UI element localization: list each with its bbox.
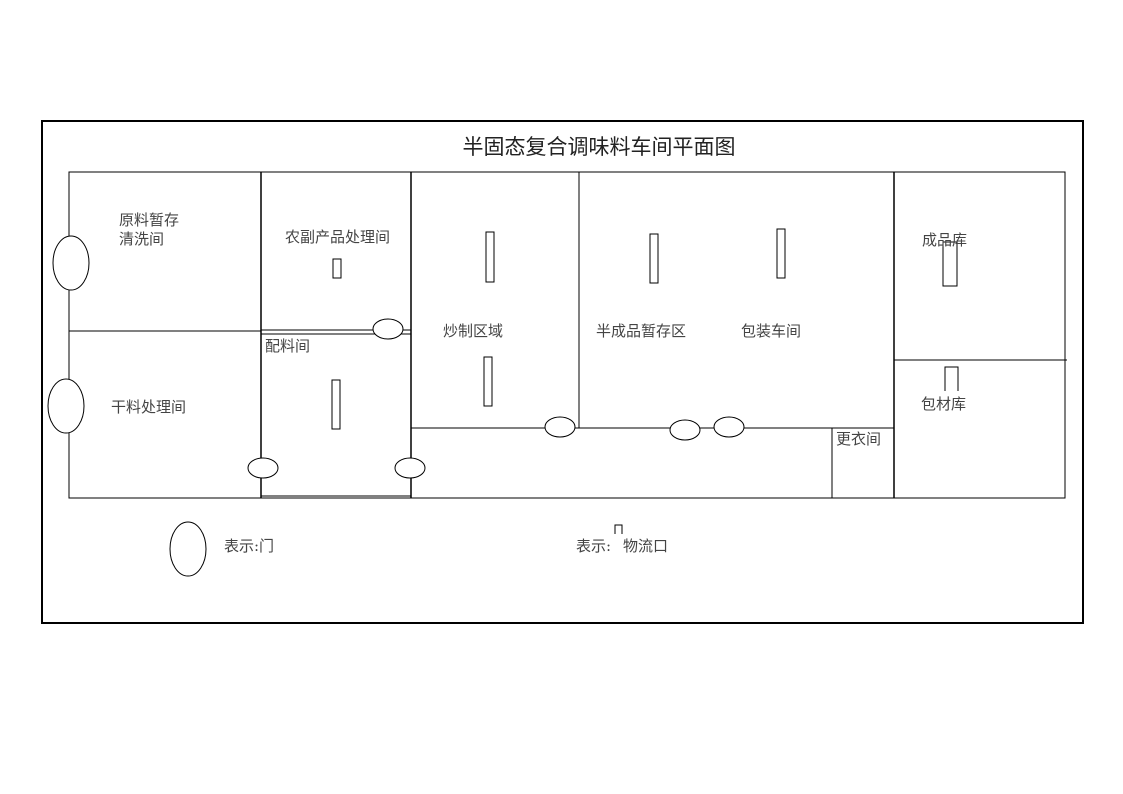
room-raw-storage: 原料暂存 bbox=[119, 211, 179, 229]
flow-port-frying-bottom bbox=[483, 356, 493, 407]
flow-port-semi bbox=[649, 233, 659, 284]
legend-door-text: 表示:门 bbox=[224, 537, 274, 555]
flow-port-finished bbox=[942, 241, 958, 287]
door-packaging-corridor bbox=[713, 416, 745, 438]
room-batching: 配料间 bbox=[265, 337, 310, 355]
door-semi-corridor bbox=[669, 419, 701, 441]
door-dry-processing bbox=[47, 378, 85, 434]
room-packing-material: 包材库 bbox=[921, 395, 966, 413]
door-batching-left bbox=[247, 457, 279, 479]
room-dry-processing: 干料处理间 bbox=[111, 398, 186, 416]
room-finished-storage: 成品库 bbox=[922, 231, 967, 249]
legend-flow-symbol bbox=[614, 524, 623, 534]
outer-frame bbox=[41, 120, 1084, 624]
flow-port-agri bbox=[332, 258, 342, 279]
room-semi-storage: 半成品暂存区 bbox=[596, 322, 686, 340]
flow-port-frying-top bbox=[485, 231, 495, 283]
flow-port-packing-material bbox=[944, 366, 959, 391]
legend-flow-prefix: 表示: bbox=[576, 537, 611, 555]
door-raw-storage bbox=[52, 235, 90, 291]
room-raw-washing: 清洗间 bbox=[119, 230, 164, 248]
legend-flow-text: 物流口 bbox=[623, 537, 668, 555]
room-frying: 炒制区域 bbox=[443, 322, 503, 340]
room-changing: 更衣间 bbox=[836, 430, 881, 448]
room-packaging: 包装车间 bbox=[741, 322, 801, 340]
diagram-title: 半固态复合调味料车间平面图 bbox=[463, 135, 736, 159]
building-outline bbox=[68, 171, 1066, 499]
door-batching-right bbox=[394, 457, 426, 479]
door-frying-corridor bbox=[544, 416, 576, 438]
legend-door-symbol bbox=[169, 521, 207, 577]
flow-port-batching bbox=[331, 379, 341, 430]
flow-port-packaging bbox=[776, 228, 786, 279]
room-agri-processing: 农副产品处理间 bbox=[285, 228, 390, 246]
door-agri-frying bbox=[372, 318, 404, 340]
